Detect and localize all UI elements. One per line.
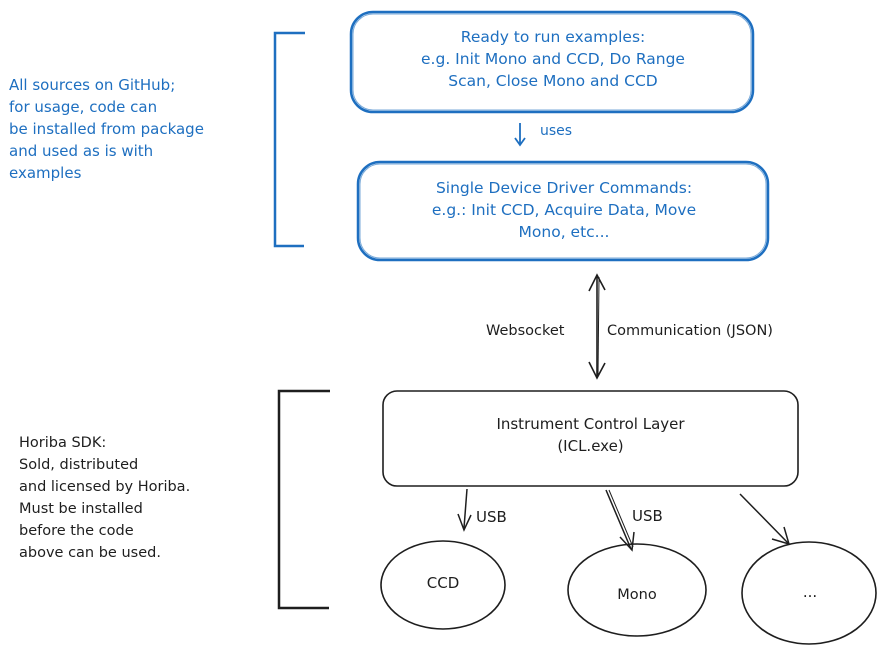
examples-line-2: e.g. Init Mono and CCD, Do Range xyxy=(421,50,685,68)
sdk-bracket xyxy=(277,389,330,610)
sdk-note: Horiba SDK: Sold, distributed and licens… xyxy=(19,432,190,564)
sdk-note-line-3: and licensed by Horiba. xyxy=(19,479,191,495)
ccd-label: CCD xyxy=(426,574,460,592)
sdk-note-line-5: before the code xyxy=(19,523,134,539)
driver-line-1: Single Device Driver Commands: xyxy=(435,179,693,197)
github-note: All sources on GitHub; for usage, code c… xyxy=(9,74,204,184)
github-note-line-3: be installed from package xyxy=(9,120,204,138)
driver-line-2: e.g.: Init CCD, Acquire Data, Move xyxy=(431,201,697,219)
examples-line-1: Ready to run examples: xyxy=(460,28,646,46)
ccd-node xyxy=(380,540,506,630)
driver-commands-box xyxy=(356,160,770,262)
github-note-line-2: for usage, code can xyxy=(9,98,158,116)
mono-node xyxy=(567,543,707,637)
mono-label: Mono xyxy=(617,587,657,603)
usb-label-ccd: USB xyxy=(476,508,507,526)
github-bracket xyxy=(273,31,305,248)
icl-box xyxy=(382,390,799,487)
sdk-note-line-4: Must be installed xyxy=(19,501,143,517)
sdk-note-line-2: Sold, distributed xyxy=(19,457,139,473)
github-note-line-1: All sources on GitHub; xyxy=(9,76,176,94)
usb-arrow-ccd xyxy=(463,488,468,529)
usb-label-mono: USB xyxy=(632,507,663,525)
icl-box-text: Instrument Control Layer (ICL.exe) xyxy=(383,413,798,457)
examples-box xyxy=(349,10,755,114)
examples-box-text: Ready to run examples: e.g. Init Mono an… xyxy=(353,26,753,92)
driver-box-text: Single Device Driver Commands: e.g.: Ini… xyxy=(360,177,768,243)
driver-line-3: Mono, etc... xyxy=(518,223,610,241)
icl-line-1: Instrument Control Layer xyxy=(496,415,685,433)
communication-label: Communication (JSON) xyxy=(607,323,773,339)
sdk-note-line-1: Horiba SDK: xyxy=(19,435,107,451)
more-devices-label: ... xyxy=(802,583,818,601)
usb-arrow-mono xyxy=(605,489,632,550)
websocket-label: Websocket xyxy=(486,323,565,339)
icl-line-2: (ICL.exe) xyxy=(557,437,624,455)
more-devices-node xyxy=(741,541,877,645)
github-note-line-4: and used as is with xyxy=(9,142,154,160)
arrow-more-devices xyxy=(739,493,789,544)
github-note-line-5: examples xyxy=(9,164,82,182)
examples-line-3: Scan, Close Mono and CCD xyxy=(448,72,658,90)
sdk-note-line-6: above can be used. xyxy=(19,545,161,561)
uses-label: uses xyxy=(540,123,573,139)
